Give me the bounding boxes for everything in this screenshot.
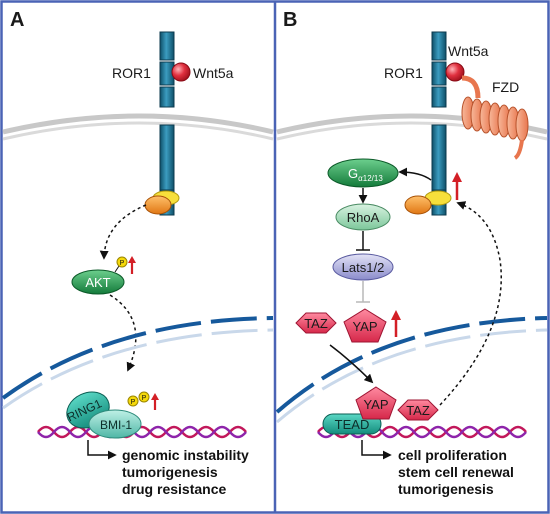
yap-label-cyto: YAP <box>352 319 377 334</box>
galpha-node <box>327 158 399 188</box>
svg-text:P: P <box>142 395 147 402</box>
panel-b: B ROR1 Wnt5a FZD <box>275 9 548 497</box>
phospho-akt <box>116 256 128 268</box>
bmi1-node <box>88 409 142 439</box>
yap-label-nuc: YAP <box>363 397 388 412</box>
wnt5a-ligand-b <box>445 62 465 82</box>
outcome-a-1: genomic instability <box>122 447 249 463</box>
taz-label-nuc: TAZ <box>406 403 430 418</box>
rhoa-node <box>335 203 391 231</box>
panel-b-letter: B <box>283 9 297 31</box>
adaptor-orange-a <box>144 195 172 215</box>
fzd-receptor <box>461 75 529 160</box>
outcome-arrow-a <box>87 440 117 460</box>
rhoa-label: RhoA <box>347 210 380 225</box>
tead-label: TEAD <box>335 417 370 432</box>
panel-a: A ROR1 Wnt5a AKT P <box>1 9 274 497</box>
outcome-a-3: drug resistance <box>122 481 226 497</box>
feedback-arrow-b <box>439 201 502 406</box>
nuclear-envelope-b <box>275 316 548 414</box>
taz-node-cyto <box>295 312 337 334</box>
phospho-bmi1-1 <box>127 395 139 407</box>
ror1-label-b: ROR1 <box>384 65 423 81</box>
wnt5a-label-b: Wnt5a <box>448 43 489 59</box>
outcome-arrow-b <box>361 440 392 460</box>
nuclear-envelope-a <box>1 316 274 400</box>
arrow-to-nucleus-a <box>109 294 137 372</box>
adaptor-orange-b <box>404 195 432 215</box>
dna-a <box>37 425 247 439</box>
arrow-to-galpha <box>398 167 432 181</box>
lats-label: Lats1/2 <box>342 260 385 275</box>
lats-node <box>332 253 394 281</box>
outcome-b-1: cell proliferation <box>398 447 507 463</box>
arrow-to-akt <box>99 204 147 260</box>
ror1-label-a: ROR1 <box>112 65 151 81</box>
arrow-to-nucleus-b <box>329 344 374 384</box>
panel-a-letter: A <box>10 9 24 31</box>
outcome-b-2: stem cell renewal <box>398 464 514 480</box>
wnt5a-ligand-a <box>171 62 191 82</box>
galpha-label: Gα12/13 <box>348 166 383 183</box>
yap-node-cyto <box>343 308 387 343</box>
akt-label: AKT <box>85 275 110 290</box>
yap-node-nuc <box>355 386 397 420</box>
outcome-b-3: tumorigenesis <box>398 481 494 497</box>
taz-node-nuc <box>397 399 439 421</box>
bmi1-label: BMI-1 <box>100 418 132 432</box>
wnt5a-label-a: Wnt5a <box>193 65 234 81</box>
fzd-label: FZD <box>492 79 519 95</box>
taz-label-cyto: TAZ <box>304 316 328 331</box>
akt-node <box>71 269 125 295</box>
membrane-a <box>2 113 274 135</box>
phospho-bmi1-2 <box>138 391 150 403</box>
svg-text:P: P <box>120 260 125 267</box>
svg-text:P: P <box>131 399 136 406</box>
outcome-a-2: tumorigenesis <box>122 464 218 480</box>
